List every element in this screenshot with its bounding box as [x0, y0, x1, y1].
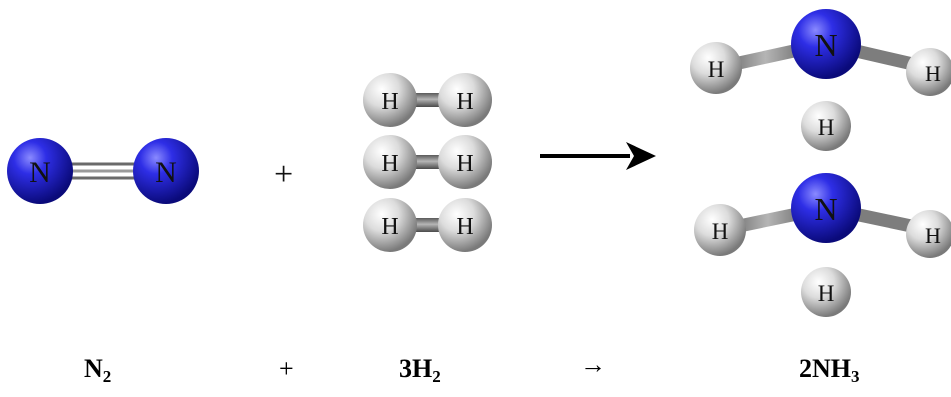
nitrogen-atom — [791, 173, 861, 243]
nh3-molecule: H H H N — [690, 9, 951, 151]
h2-molecules: H H H H H H — [363, 73, 492, 252]
equation-coefficient: 2 — [799, 354, 812, 383]
hydrogen-label: H — [456, 89, 473, 115]
equation-coefficient: 3 — [399, 354, 412, 383]
equation-plus-sign: + — [279, 354, 294, 383]
hydrogen-label: H — [818, 115, 835, 140]
reaction-arrow — [540, 142, 656, 170]
hydrogen-atom — [363, 198, 417, 252]
hydrogen-label: H — [456, 214, 473, 240]
h2-molecule: H H — [363, 135, 492, 189]
hydrogen-label: H — [381, 89, 398, 115]
hydrogen-atom — [690, 42, 742, 94]
hydrogen-atom — [438, 73, 492, 127]
n2-molecule: N N — [7, 138, 199, 204]
equation-symbol: NH — [812, 354, 851, 383]
equation-subscript: 3 — [851, 367, 860, 386]
hydrogen-label: H — [818, 281, 835, 306]
nitrogen-label: N — [29, 156, 51, 189]
hydrogen-label: H — [925, 223, 941, 248]
nitrogen-label: N — [814, 191, 837, 227]
nh3-molecule: H H H N — [694, 173, 951, 317]
hydrogen-atom — [694, 204, 746, 256]
hydrogen-label: H — [708, 57, 725, 82]
hydrogen-label: H — [925, 61, 941, 86]
hydrogen-label: H — [381, 151, 398, 177]
nitrogen-atom — [791, 9, 861, 79]
equation-arrow: → — [580, 350, 606, 379]
h2-molecule: H H — [363, 198, 492, 252]
nitrogen-label: N — [814, 27, 837, 63]
diagram-plus-sign: + — [274, 156, 294, 193]
hydrogen-atom — [801, 101, 851, 151]
equation-product-nh3: 2NH3 — [799, 354, 860, 386]
equation-reactant-n2: N2 — [84, 354, 112, 386]
nitrogen-atom — [133, 138, 199, 204]
hydrogen-atom — [906, 210, 951, 258]
equation-symbol: H — [412, 354, 433, 383]
hydrogen-atom — [363, 73, 417, 127]
hydrogen-atom — [801, 267, 851, 317]
hydrogen-atom — [438, 135, 492, 189]
hydrogen-label: H — [456, 151, 473, 177]
hydrogen-atom — [906, 48, 951, 96]
nitrogen-label: N — [155, 156, 177, 189]
hydrogen-label: H — [712, 219, 729, 244]
hydrogen-label: H — [381, 214, 398, 240]
equation-subscript: 2 — [432, 367, 441, 386]
h2-molecule: H H — [363, 73, 492, 127]
hydrogen-atom — [438, 198, 492, 252]
equation-subscript: 2 — [102, 367, 112, 386]
hydrogen-atom — [363, 135, 417, 189]
equation-reactant-h2: 3H2 — [399, 354, 441, 386]
equation-symbol: N — [84, 354, 103, 383]
nitrogen-atom — [7, 138, 73, 204]
